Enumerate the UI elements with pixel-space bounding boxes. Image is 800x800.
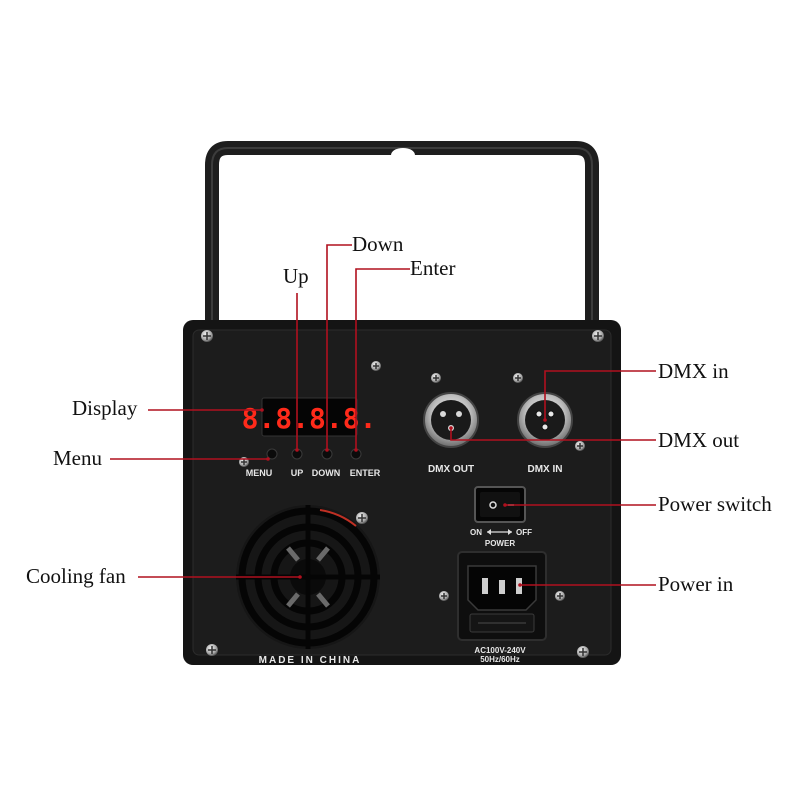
voltage-rating: AC100V-240V [474,646,526,655]
panel-screws [201,330,604,658]
switch-off-label: OFF [516,528,532,537]
frequency-rating: 50Hz/60Hz [480,655,520,664]
dmx-out-connector[interactable]: DMX OUT [423,392,479,475]
dmx-out-label: DMX OUT [428,464,474,475]
dmx-in-label: DMX IN [528,464,563,475]
down-callout-line [326,244,352,450]
power-inlet[interactable] [457,551,547,641]
down-button-label: DOWN [312,468,341,478]
led-display: 8.8.8.8. [242,397,377,437]
callout-power-switch: Power switch [658,492,772,516]
display-digits: 8.8.8.8. [242,402,377,435]
power-switch-markings: ON OFF POWER [470,528,532,548]
callout-enter: Enter [410,256,456,280]
callout-power-in: Power in [658,572,734,596]
menu-button[interactable] [266,448,278,460]
callout-endpoints [260,408,547,587]
switch-on-label: ON [470,528,482,537]
callout-cooling-fan: Cooling fan [26,564,126,588]
dmx-in-callout-line [544,370,656,420]
switch-title: POWER [485,539,515,548]
callout-up: Up [283,264,309,288]
handle-hole [391,148,415,162]
dmx-out-callout-line [450,428,656,441]
callout-menu: Menu [53,446,102,470]
callout-dmx-out: DMX out [658,428,740,452]
mounting-handle [205,141,599,325]
callout-display: Display [72,396,138,420]
enter-callout-line [355,268,410,450]
callout-lines [110,244,656,586]
switch-off-icon [489,501,497,509]
made-in-label: MADE IN CHINA [259,655,362,666]
control-buttons: MENU UP DOWN ENTER [246,448,381,478]
callout-down: Down [352,232,404,256]
up-button-label: UP [291,468,304,478]
enter-button-label: ENTER [350,468,381,478]
callout-dmx-in: DMX in [658,359,729,383]
menu-button-label: MENU [246,468,273,478]
